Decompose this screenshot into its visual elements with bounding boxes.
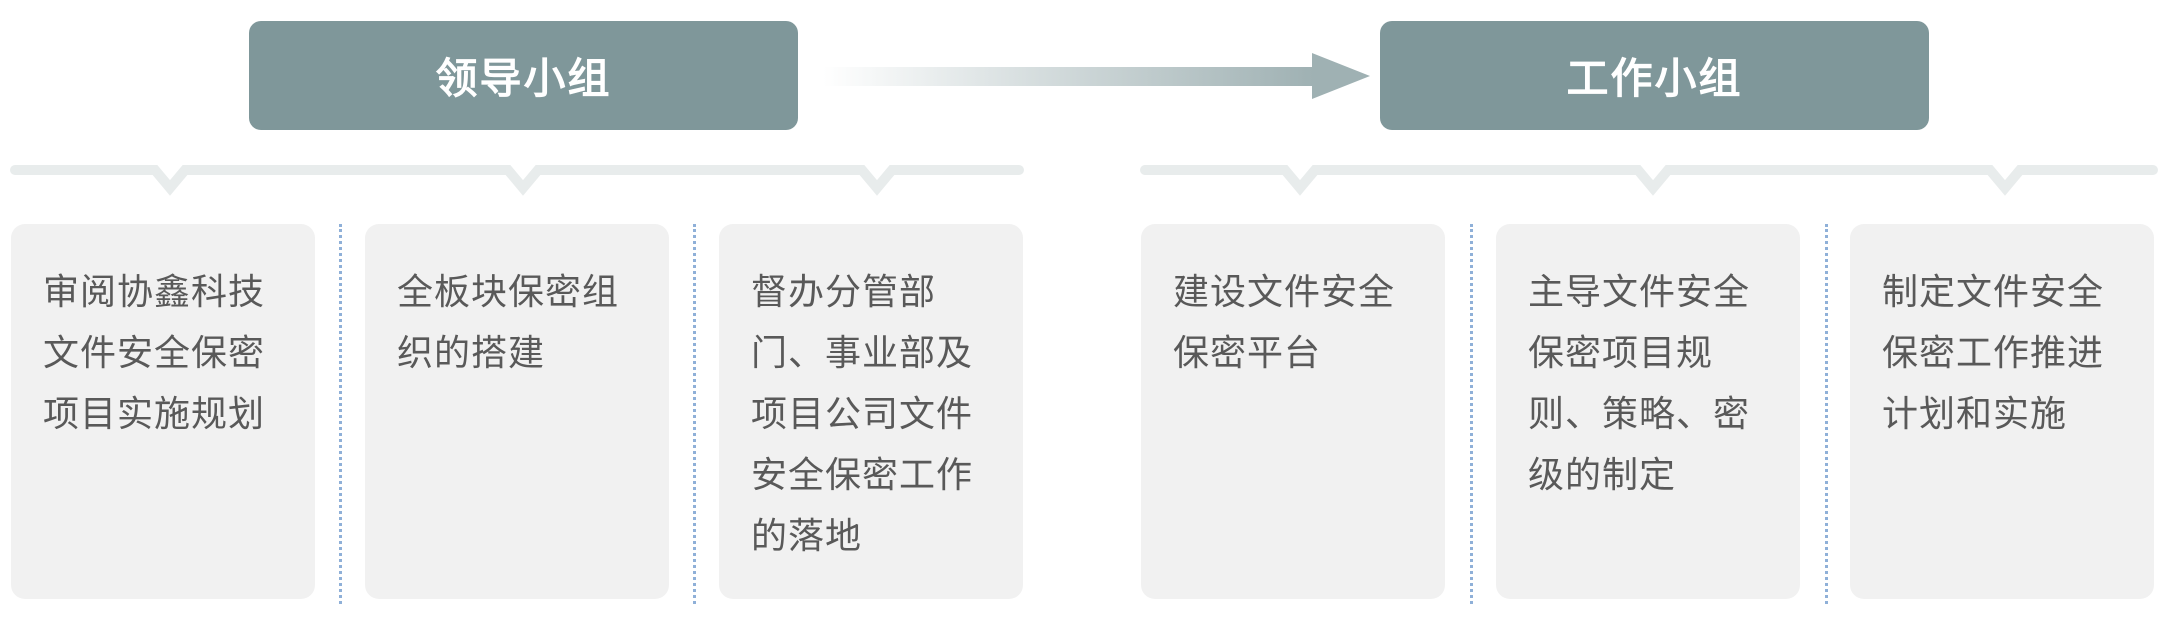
bracket-leadership [10, 165, 1024, 196]
working-task-card: 建设文件安全保密平台 [1141, 224, 1445, 599]
leadership-task-card: 审阅协鑫科技文件安全保密项目实施规划 [11, 224, 315, 599]
bracket-working [1140, 165, 2158, 196]
leadership-task-card: 全板块保密组织的搭建 [365, 224, 669, 599]
working-task-card: 制定文件安全保密工作推进计划和实施 [1850, 224, 2154, 599]
task-text: 建设文件安全保密平台 [1173, 272, 1396, 374]
task-text: 督办分管部门、事业部及项目公司文件安全保密工作的落地 [751, 272, 974, 557]
working-group-header: 工作小组 [1380, 21, 1929, 130]
task-text: 制定文件安全保密工作推进计划和实施 [1882, 272, 2105, 435]
divider [1825, 224, 1828, 604]
working-task-card: 主导文件安全保密项目规则、策略、密级的制定 [1496, 224, 1800, 599]
leadership-task-card: 督办分管部门、事业部及项目公司文件安全保密工作的落地 [719, 224, 1023, 599]
leadership-group-header: 领导小组 [249, 21, 798, 130]
task-text: 主导文件安全保密项目规则、策略、密级的制定 [1528, 272, 1751, 496]
divider [339, 224, 342, 604]
task-text: 审阅协鑫科技文件安全保密项目实施规划 [43, 272, 266, 435]
task-text: 全板块保密组织的搭建 [397, 272, 620, 374]
flow-arrow [823, 53, 1370, 99]
divider [1470, 224, 1473, 604]
divider [693, 224, 696, 604]
